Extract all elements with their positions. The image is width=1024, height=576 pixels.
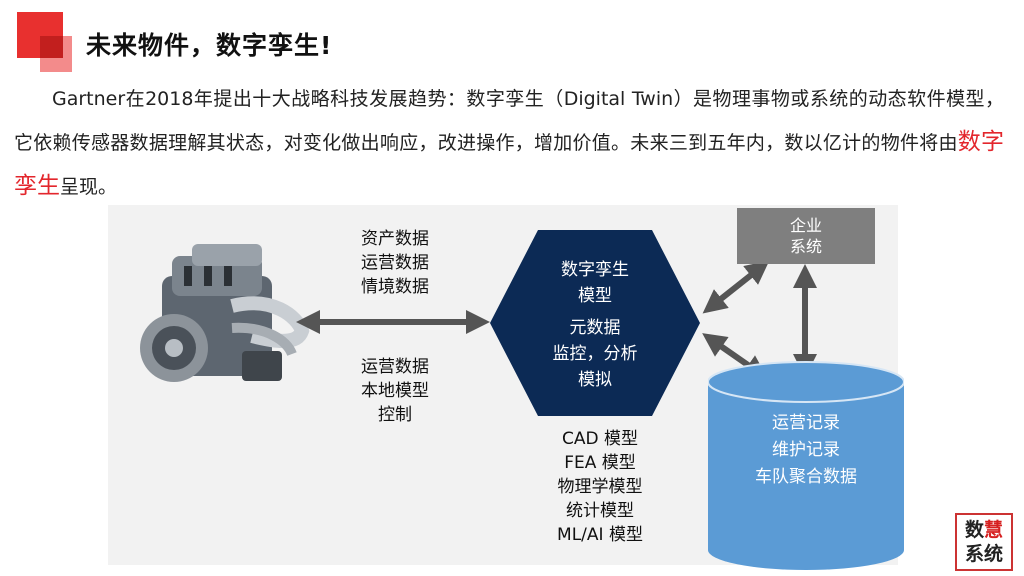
twin-text: 数字孪生 模型 元数据 监控，分析 模拟 [510,257,680,393]
enterprise-system-box: 企业 系统 [737,208,875,264]
logo-line-2: 系统 [957,542,1011,566]
arrow-twin-enterprise [712,268,760,306]
brand-logo: 数慧 系统 [955,513,1013,571]
top-data-label: 资产数据 运营数据 情境数据 [330,227,460,299]
bottom-data-label: 运营数据 本地模型 控制 [330,355,460,427]
logo-char-2: 慧 [984,519,1003,541]
twin-body: 元数据 监控，分析 模拟 [510,315,680,393]
models-label: CAD 模型 FEA 模型 物理学模型 统计模型 ML/AI 模型 [530,427,670,547]
records-label: 运营记录 维护记录 车队聚合数据 [708,410,904,491]
twin-title: 数字孪生 模型 [510,257,680,309]
logo-char-1: 数 [965,519,984,541]
